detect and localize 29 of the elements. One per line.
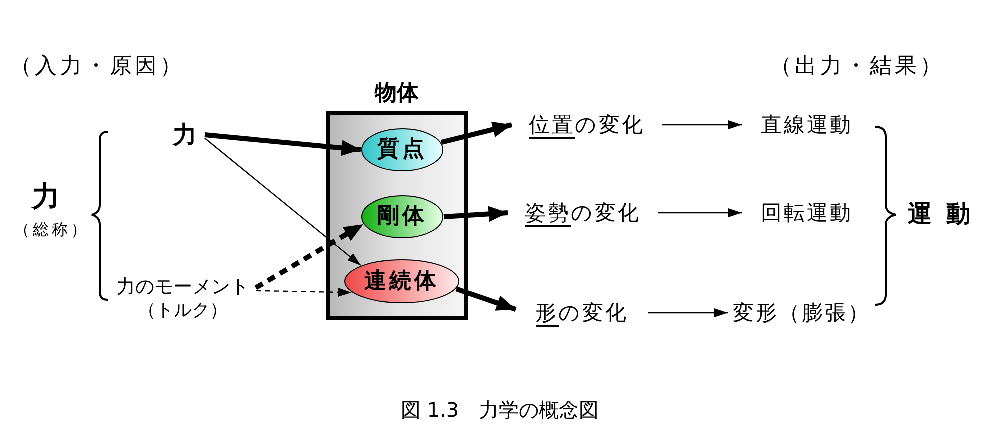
node-text: 直線運動 (761, 112, 853, 138)
arrow (204, 138, 362, 266)
arrow (256, 288, 352, 297)
frame-heading: 物体 (374, 80, 420, 108)
arrow (662, 120, 742, 130)
label-text: （入力・原因） (10, 53, 185, 81)
node-text: 力のモーメント (116, 276, 250, 300)
arrow (456, 286, 517, 312)
node-text: （トルク） (138, 300, 228, 322)
label-text: 運 動 (908, 199, 974, 230)
label-text: 力 (32, 179, 63, 215)
node-text: 変形（膨張） (733, 300, 871, 326)
arrow (648, 308, 728, 318)
arrow (440, 122, 513, 145)
arrow (444, 206, 508, 222)
arrow (658, 208, 742, 218)
arrow (204, 132, 362, 156)
node-text: 位置の変化 (529, 112, 645, 138)
caption: 図 1.3 力学の概念図 (400, 397, 600, 424)
node-text: 力 (173, 120, 197, 150)
node-text: 連続体 (364, 268, 440, 294)
node-text: 質点 (378, 137, 428, 162)
node-text: 回転運動 (761, 200, 853, 226)
node-text: 姿勢の変化 (525, 200, 641, 226)
arrow (254, 222, 365, 290)
node-text: 形の変化 (536, 300, 628, 326)
label-text: （出力・結果） (770, 53, 945, 81)
label-text: （総称） (14, 219, 90, 241)
node-text: 剛体 (378, 204, 428, 230)
